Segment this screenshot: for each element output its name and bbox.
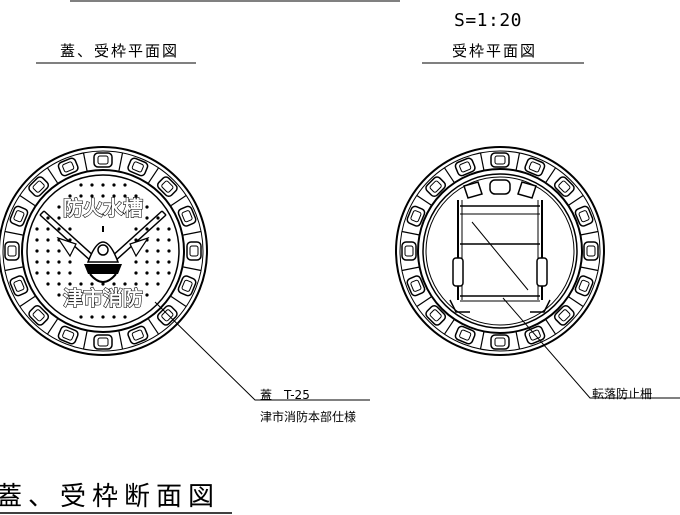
lid-type-label: 蓋 T-25 (260, 388, 310, 402)
lid-leader-line (154, 301, 370, 401)
section-title: 蓋、受枠断面図 (0, 482, 221, 512)
scale-label: S=1:20 (454, 10, 523, 31)
fall-prevention-label: 転落防止柵 (592, 387, 653, 401)
lid-text-bottom: 津市消防 (63, 286, 143, 310)
lid-plan-icon: 防火水槽 津市消防 (0, 146, 208, 356)
lid-spec-label: 津市消防本部仕様 (260, 410, 357, 424)
lid-text-top: 防火水槽 (63, 196, 143, 220)
frame-plan-icon (395, 146, 605, 356)
fall-guard-leader-line (502, 297, 680, 399)
lid-frame-plan-title: 蓋、受枠平面図 (60, 42, 180, 60)
frame-plan-title: 受枠平面図 (452, 42, 538, 60)
